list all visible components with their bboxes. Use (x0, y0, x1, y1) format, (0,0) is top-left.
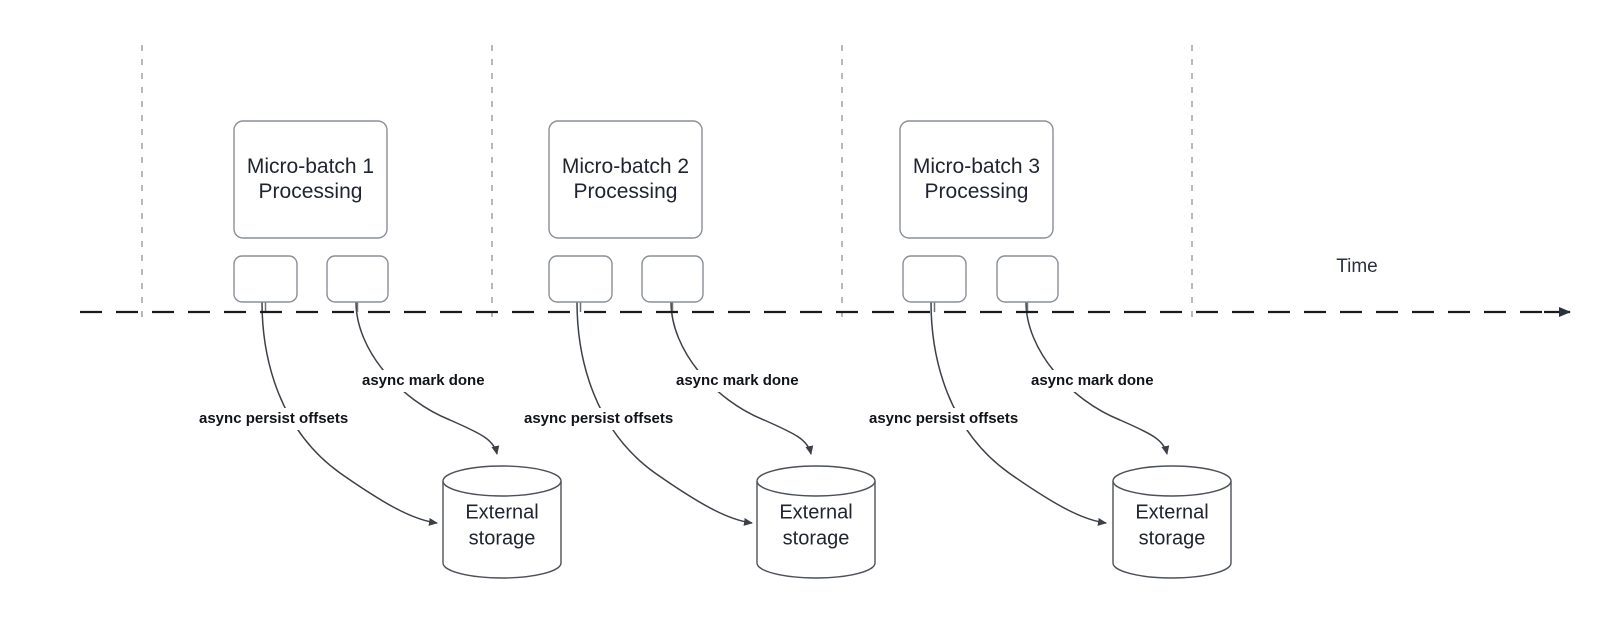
async-persist-offsets-edge (930, 301, 1107, 526)
async-persist-offsets-edge-label: async persist offsets (869, 410, 1018, 427)
async-mark-done-edge-label: async mark done (362, 372, 485, 389)
async-persist-offsets-edge-label: async persist offsets (199, 410, 348, 427)
batch-3-storage-body[interactable] (1112, 481, 1232, 579)
batch-1-persist-offsets-task[interactable] (233, 255, 298, 303)
batch-3-storage-label-line2: storage (1139, 527, 1206, 549)
batch-3-storage-top (1112, 465, 1232, 497)
batch-2-box[interactable] (548, 120, 703, 239)
batch-1-storage-label-line1: External (465, 501, 538, 523)
batch-2-storage-label-line2: storage (783, 527, 850, 549)
async-mark-done-edge (670, 301, 814, 455)
edge-label-backdrop (195, 408, 375, 430)
edge-label-backdrop (865, 408, 1045, 430)
async-mark-done-edge-label: async mark done (676, 372, 799, 389)
batch-1-storage-label-line2: storage (469, 527, 536, 549)
batch-2-title-line1: Micro-batch 2 (562, 155, 689, 178)
async-persist-offsets-edge-label: async persist offsets (524, 410, 673, 427)
async-mark-done-edge (1025, 301, 1170, 455)
batch-3-title-line1: Micro-batch 3 (913, 155, 1040, 178)
batch-1-box[interactable] (233, 120, 388, 239)
batch-1-mark-done-task[interactable] (326, 255, 389, 303)
diagram-shapes: Micro-batch 1ProcessingExternalstorageMi… (233, 120, 1232, 579)
batch-1-storage-body[interactable] (442, 481, 562, 579)
batch-2-persist-offsets-task[interactable] (548, 255, 613, 303)
time-axis-label: Time (1336, 256, 1378, 277)
batch-3-persist-offsets-task[interactable] (902, 255, 967, 303)
timeline-tick-lines (141, 45, 1193, 322)
edge-label-backdrop (1027, 370, 1171, 392)
edge-labels: async persist offsets async mark done asyn… (195, 370, 1171, 430)
batch-2-storage-body[interactable] (756, 481, 876, 579)
batch-2-storage-top (756, 465, 876, 497)
async-flow-edges (261, 301, 1170, 526)
batch-2-title-line2: Processing (574, 180, 678, 203)
async-mark-done-edge-label: async mark done (1031, 372, 1154, 389)
async-mark-done-edge (355, 301, 500, 455)
batch-1-title-line2: Processing (259, 180, 363, 203)
time-axis-label-group: Time (1336, 256, 1378, 277)
batch-3-mark-done-task[interactable] (996, 255, 1059, 303)
async-persist-offsets-edge (576, 301, 753, 526)
async-persist-offsets-edge (261, 301, 438, 526)
batch-3-title-line2: Processing (925, 180, 1029, 203)
batch-1-title-line1: Micro-batch 1 (247, 155, 374, 178)
batch-1-storage-top (442, 465, 562, 497)
batch-2-mark-done-task[interactable] (641, 255, 704, 303)
batch-3-box[interactable] (899, 120, 1054, 239)
edge-label-backdrop (672, 370, 816, 392)
edge-label-backdrop (358, 370, 502, 392)
edge-label-backdrop (520, 408, 700, 430)
batch-2-storage-label-line1: External (779, 501, 852, 523)
batch-3-storage-label-line1: External (1135, 501, 1208, 523)
